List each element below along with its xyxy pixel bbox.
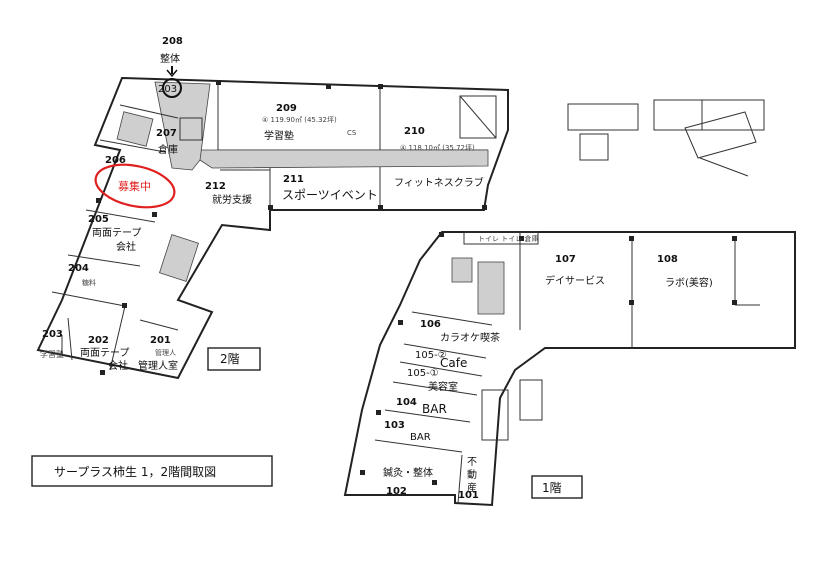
room-101-name-3: 産 [467,481,477,494]
room-107-num: 107 [555,254,576,265]
room-205-num: 205 [88,214,109,225]
plan-title: サープラス柿生 1，2階間取図 [54,464,216,479]
room-209-area: ④ 119.90㎡ (45.32坪) [262,116,337,124]
room-212-name: 就労支援 [212,193,252,206]
floor2-outline [36,76,509,380]
room-211-name: スポーツイベント [282,188,378,202]
room-205-name-2: 会社 [116,240,136,253]
room-210-area: ④ 118.10㎡ (35.72坪) [400,144,475,152]
room-102-num: 102 [386,486,407,497]
recruiting-highlight [94,163,176,209]
room-207-name: 倉庫 [158,143,178,156]
room-105-2-name: Cafe [440,356,467,370]
room-204-num: 204 [68,263,89,274]
floor2-plan [36,66,509,380]
room-103-num: 103 [384,420,405,431]
room-105-1-num: 105-① [407,368,439,379]
room-105-1-name: 美容室 [428,380,458,393]
floor1-plan [343,231,796,507]
room-208-num: 208 [162,36,183,47]
room-202-name-1: 両面テープ [80,347,129,359]
room-210-name: フィットネスクラブ [394,176,484,189]
room-103-name: BAR [410,432,431,443]
room-201-small: 管理人 [155,348,176,357]
room-102-name: 鍼灸・整体 [383,466,433,479]
rooftop-outlines [567,99,765,177]
room-203-top-num: 203 [158,84,177,95]
floor1-outline [343,231,796,507]
room-204-name: 糖料 [82,278,96,287]
room-106-num: 106 [420,319,441,330]
room-101-name-2: 動 [467,468,477,481]
room-206-num: 206 [105,155,126,166]
room-205-name-1: 両面テープ [92,227,141,239]
room-202-name-2: 会社 [108,359,128,372]
room-211-num: 211 [283,174,304,185]
room-108-num: 108 [657,254,678,265]
room-209-num: 209 [276,103,297,114]
floor2-label: 2階 [220,351,240,366]
room-210-num: 210 [404,126,425,137]
recruiting-label: 募集中 [118,179,151,193]
room-208-name: 整体 [160,52,180,65]
room-203-num: 203 [42,329,63,340]
room-101-num: 101 [458,490,479,501]
room-106-name: カラオケ喫茶 [440,331,500,344]
room-107-name: デイサービス [545,274,605,287]
stair-circle-icon [162,78,182,98]
room-212-num: 212 [205,181,226,192]
cs-label: CS [347,129,357,137]
room-108-name: ラボ(美容) [665,276,713,289]
room-203-name: 学習塾 [40,349,64,359]
room-105-2-num: 105-② [415,350,447,361]
room-207-num: 207 [156,128,177,139]
toilet-label: トイレ トイレ 倉庫 [478,234,538,243]
room-201-name: 管理人室 [138,359,178,372]
room-201-num: 201 [150,335,171,346]
room-101-name-1: 不 [467,457,477,468]
room-104-num: 104 [396,397,417,408]
room-209-name: 学習塾 [264,129,294,142]
room-202-num: 202 [88,335,109,346]
room-104-name: BAR [422,402,447,416]
floor1-label: 1階 [542,480,562,495]
